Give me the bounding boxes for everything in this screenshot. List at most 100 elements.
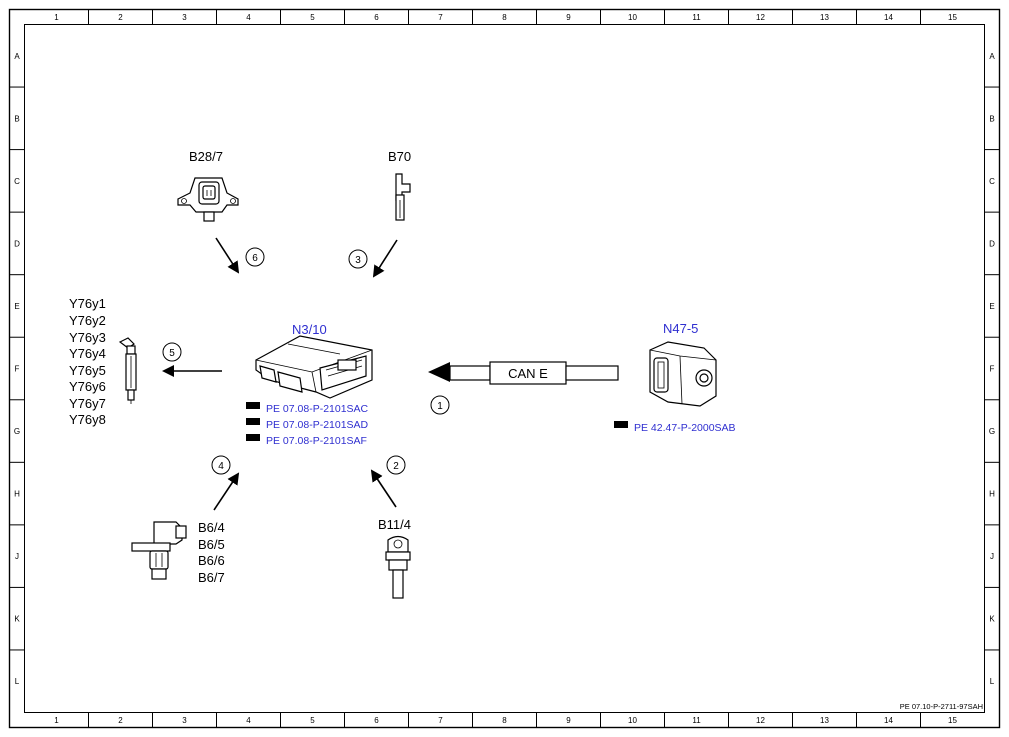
b70-sensor-icon (395, 173, 411, 221)
column-number: 3 (182, 13, 187, 22)
label-n47-5: N47-5 (663, 321, 698, 336)
callout-number: 1 (437, 401, 443, 412)
row-letter: B (14, 114, 19, 123)
row-letter: L (990, 677, 995, 686)
column-number: 1 (54, 13, 59, 22)
column-number: 6 (374, 716, 379, 725)
callout-2[interactable]: 2 (386, 455, 406, 475)
reference-text[interactable]: PE 07.08-P-2101SAF (266, 435, 367, 447)
column-number: 9 (566, 716, 571, 725)
can-bus-line-segment (565, 365, 619, 381)
component-b11-4[interactable]: B11/4 (378, 517, 411, 599)
column-number: 13 (820, 716, 829, 725)
document-id: PE 07.10-P-2711-97SAH (900, 702, 983, 711)
reference-link[interactable]: PE 07.08-P-2101SAD (246, 418, 369, 431)
label-y76y2: Y76y2 (69, 313, 106, 328)
can-bus-arrowhead (428, 362, 450, 382)
column-number: 2 (118, 13, 123, 22)
column-number: 9 (566, 13, 571, 22)
reference-link[interactable]: PE 07.08-P-2101SAF (246, 434, 367, 447)
drawing-frame (8, 8, 1001, 729)
pointing-hand-icon (246, 418, 260, 425)
row-letter: A (989, 52, 995, 61)
callout-number: 4 (218, 461, 224, 472)
callout-4[interactable]: 4 (211, 455, 231, 475)
callouts: 1 2 3 4 5 6 (162, 247, 450, 475)
column-number: 7 (438, 13, 443, 22)
component-n47-5[interactable]: N47-5 PE 42.47-P-2000SAB (614, 321, 736, 434)
column-number: 10 (628, 716, 637, 725)
callout-number: 2 (393, 461, 399, 472)
callout-6[interactable]: 6 (245, 247, 265, 267)
component-b70[interactable]: B70 (388, 149, 411, 221)
b28-7-sensor-icon (177, 177, 239, 222)
row-letter: J (990, 552, 994, 561)
row-letter: H (14, 490, 20, 499)
column-number: 11 (692, 716, 701, 725)
row-letter: B (989, 114, 994, 123)
component-b28-7[interactable]: B28/7 (177, 149, 239, 222)
column-number: 10 (628, 13, 637, 22)
row-letter: D (14, 239, 20, 248)
label-y76y4: Y76y4 (69, 346, 106, 361)
column-number: 4 (246, 716, 251, 725)
component-y76[interactable]: Y76y1 Y76y2 Y76y3 Y76y4 Y76y5 Y76y6 Y76y… (69, 296, 137, 427)
label-y76y3: Y76y3 (69, 330, 106, 345)
column-number: 14 (884, 716, 893, 725)
injector-icon (118, 337, 137, 404)
row-letter: K (989, 615, 995, 624)
row-letter: E (14, 302, 19, 311)
row-letter: H (989, 490, 995, 499)
label-y76y5: Y76y5 (69, 363, 106, 378)
reference-text[interactable]: PE 42.47-P-2000SAB (634, 422, 736, 434)
can-bus-connection: CAN E (428, 361, 619, 385)
column-number: 12 (756, 716, 765, 725)
row-letter: J (15, 552, 19, 561)
callout-3[interactable]: 3 (348, 249, 368, 269)
column-number: 5 (310, 13, 315, 22)
arrow-b70-to-ecu (372, 239, 398, 278)
callout-number: 3 (355, 255, 361, 266)
y76-label-list: Y76y1 Y76y2 Y76y3 Y76y4 Y76y5 Y76y6 Y76y… (69, 296, 106, 427)
signal-arrows (162, 237, 398, 511)
component-n3-10[interactable]: N3/10 PE 07.08-P-2101SAC PE 07.08-P-2101… (246, 322, 373, 447)
label-y76y8: Y76y8 (69, 412, 106, 427)
can-bus-line-segment (449, 365, 491, 381)
label-b6-7: B6/7 (198, 570, 225, 585)
column-number: 15 (948, 13, 957, 22)
column-number: 14 (884, 13, 893, 22)
row-letter: F (15, 365, 20, 374)
callout-number: 6 (252, 253, 258, 264)
ecu-icon (255, 335, 373, 399)
reference-link[interactable]: PE 07.08-P-2101SAC (246, 402, 369, 415)
column-number: 3 (182, 716, 187, 725)
component-b6[interactable]: B6/4 B6/5 B6/6 B6/7 (131, 520, 225, 585)
callout-1[interactable]: 1 (430, 395, 450, 415)
arrow-b6-to-ecu (213, 472, 240, 511)
callout-number: 5 (169, 348, 175, 359)
arrow-b28-7-to-ecu (215, 237, 240, 274)
column-number: 15 (948, 716, 957, 725)
reference-text[interactable]: PE 07.08-P-2101SAC (266, 403, 369, 415)
esp-unit-icon (649, 341, 717, 407)
column-number: 13 (820, 13, 829, 22)
arrow-b11-4-to-ecu (370, 469, 397, 508)
row-letter: D (989, 239, 995, 248)
label-y76y6: Y76y6 (69, 379, 106, 394)
column-number: 12 (756, 13, 765, 22)
reference-link[interactable]: PE 42.47-P-2000SAB (614, 421, 736, 434)
column-number: 1 (54, 716, 59, 725)
callout-5[interactable]: 5 (162, 342, 182, 362)
row-letter: G (14, 427, 20, 436)
reference-text[interactable]: PE 07.08-P-2101SAD (266, 419, 369, 431)
label-b6-6: B6/6 (198, 553, 225, 568)
row-letter: F (990, 365, 995, 374)
temperature-sensor-icon (385, 535, 411, 599)
b6-label-list: B6/4 B6/5 B6/6 B6/7 (198, 520, 225, 585)
row-letter: L (15, 677, 20, 686)
row-letter: K (14, 615, 20, 624)
pointing-hand-icon (246, 402, 260, 409)
